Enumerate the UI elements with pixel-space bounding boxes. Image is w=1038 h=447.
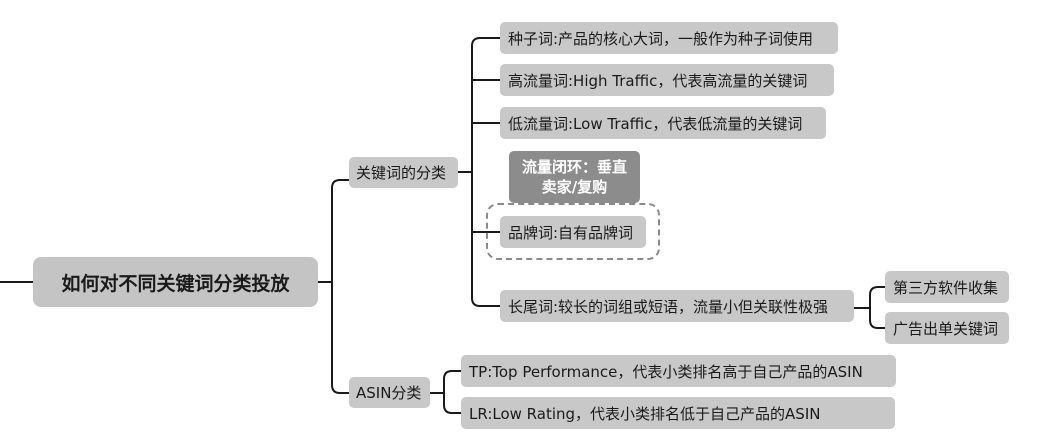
root-topic-label: 如何对不同关键词分类投放 <box>61 272 290 295</box>
topic-high-traffic[interactable]: 高流量词:High Traffic，代表高流量的关键词 <box>500 64 834 96</box>
topic-asin-label: ASIN分类 <box>356 384 422 402</box>
root-bracket <box>331 179 341 394</box>
topic-asin[interactable]: ASIN分类 <box>349 377 430 408</box>
topic-third-party-software-label: 第三方软件收集 <box>893 278 999 297</box>
topic-lr-asin-label: LR:Low Rating，代表小类排名低于自己产品的ASIN <box>469 404 821 423</box>
topic-keywords-label: 关键词的分类 <box>356 164 447 182</box>
longtail-bracket <box>869 286 879 329</box>
topic-ad-keywords-label: 广告出单关键词 <box>893 319 999 338</box>
brand-selection-frame <box>486 203 660 260</box>
topic-keywords[interactable]: 关键词的分类 <box>349 157 458 188</box>
topic-low-traffic[interactable]: 低流量词:Low Traffic，代表低流量的关键词 <box>500 107 826 139</box>
topic-brand-keyword-label: 品牌词:自有品牌词 <box>508 223 634 242</box>
topic-third-party-software[interactable]: 第三方软件收集 <box>885 271 1009 303</box>
topic-low-traffic-label: 低流量词:Low Traffic，代表低流量的关键词 <box>508 114 803 133</box>
root-topic[interactable]: 如何对不同关键词分类投放 <box>33 257 318 307</box>
topic-seed-keyword[interactable]: 种子词:产品的核心大词，一般作为种子词使用 <box>500 22 838 54</box>
brand-tag-label: 流量闭环：垂直卖家/复购 <box>521 158 627 196</box>
topic-brand-keyword[interactable]: 品牌词:自有品牌词 <box>500 216 646 248</box>
topic-seed-keyword-label: 种子词:产品的核心大词，一般作为种子词使用 <box>508 29 814 48</box>
topic-lr-asin[interactable]: LR:Low Rating，代表小类排名低于自己产品的ASIN <box>461 397 895 429</box>
asin-bracket <box>443 370 453 414</box>
topic-tp-asin[interactable]: TP:Top Performance，代表小类排名高于自己产品的ASIN <box>461 355 896 387</box>
topic-longtail-keyword-label: 长尾词:较长的词组或短语，流量小但关联性极强 <box>508 297 829 316</box>
topic-longtail-keyword[interactable]: 长尾词:较长的词组或短语，流量小但关联性极强 <box>500 290 854 322</box>
topic-tp-asin-label: TP:Top Performance，代表小类排名高于自己产品的ASIN <box>469 362 863 381</box>
brand-tag-callout[interactable]: 流量闭环：垂直卖家/复购 <box>509 151 640 203</box>
topic-ad-keywords[interactable]: 广告出单关键词 <box>885 312 1009 344</box>
keywords-bracket <box>471 37 481 307</box>
topic-high-traffic-label: 高流量词:High Traffic，代表高流量的关键词 <box>508 71 808 90</box>
